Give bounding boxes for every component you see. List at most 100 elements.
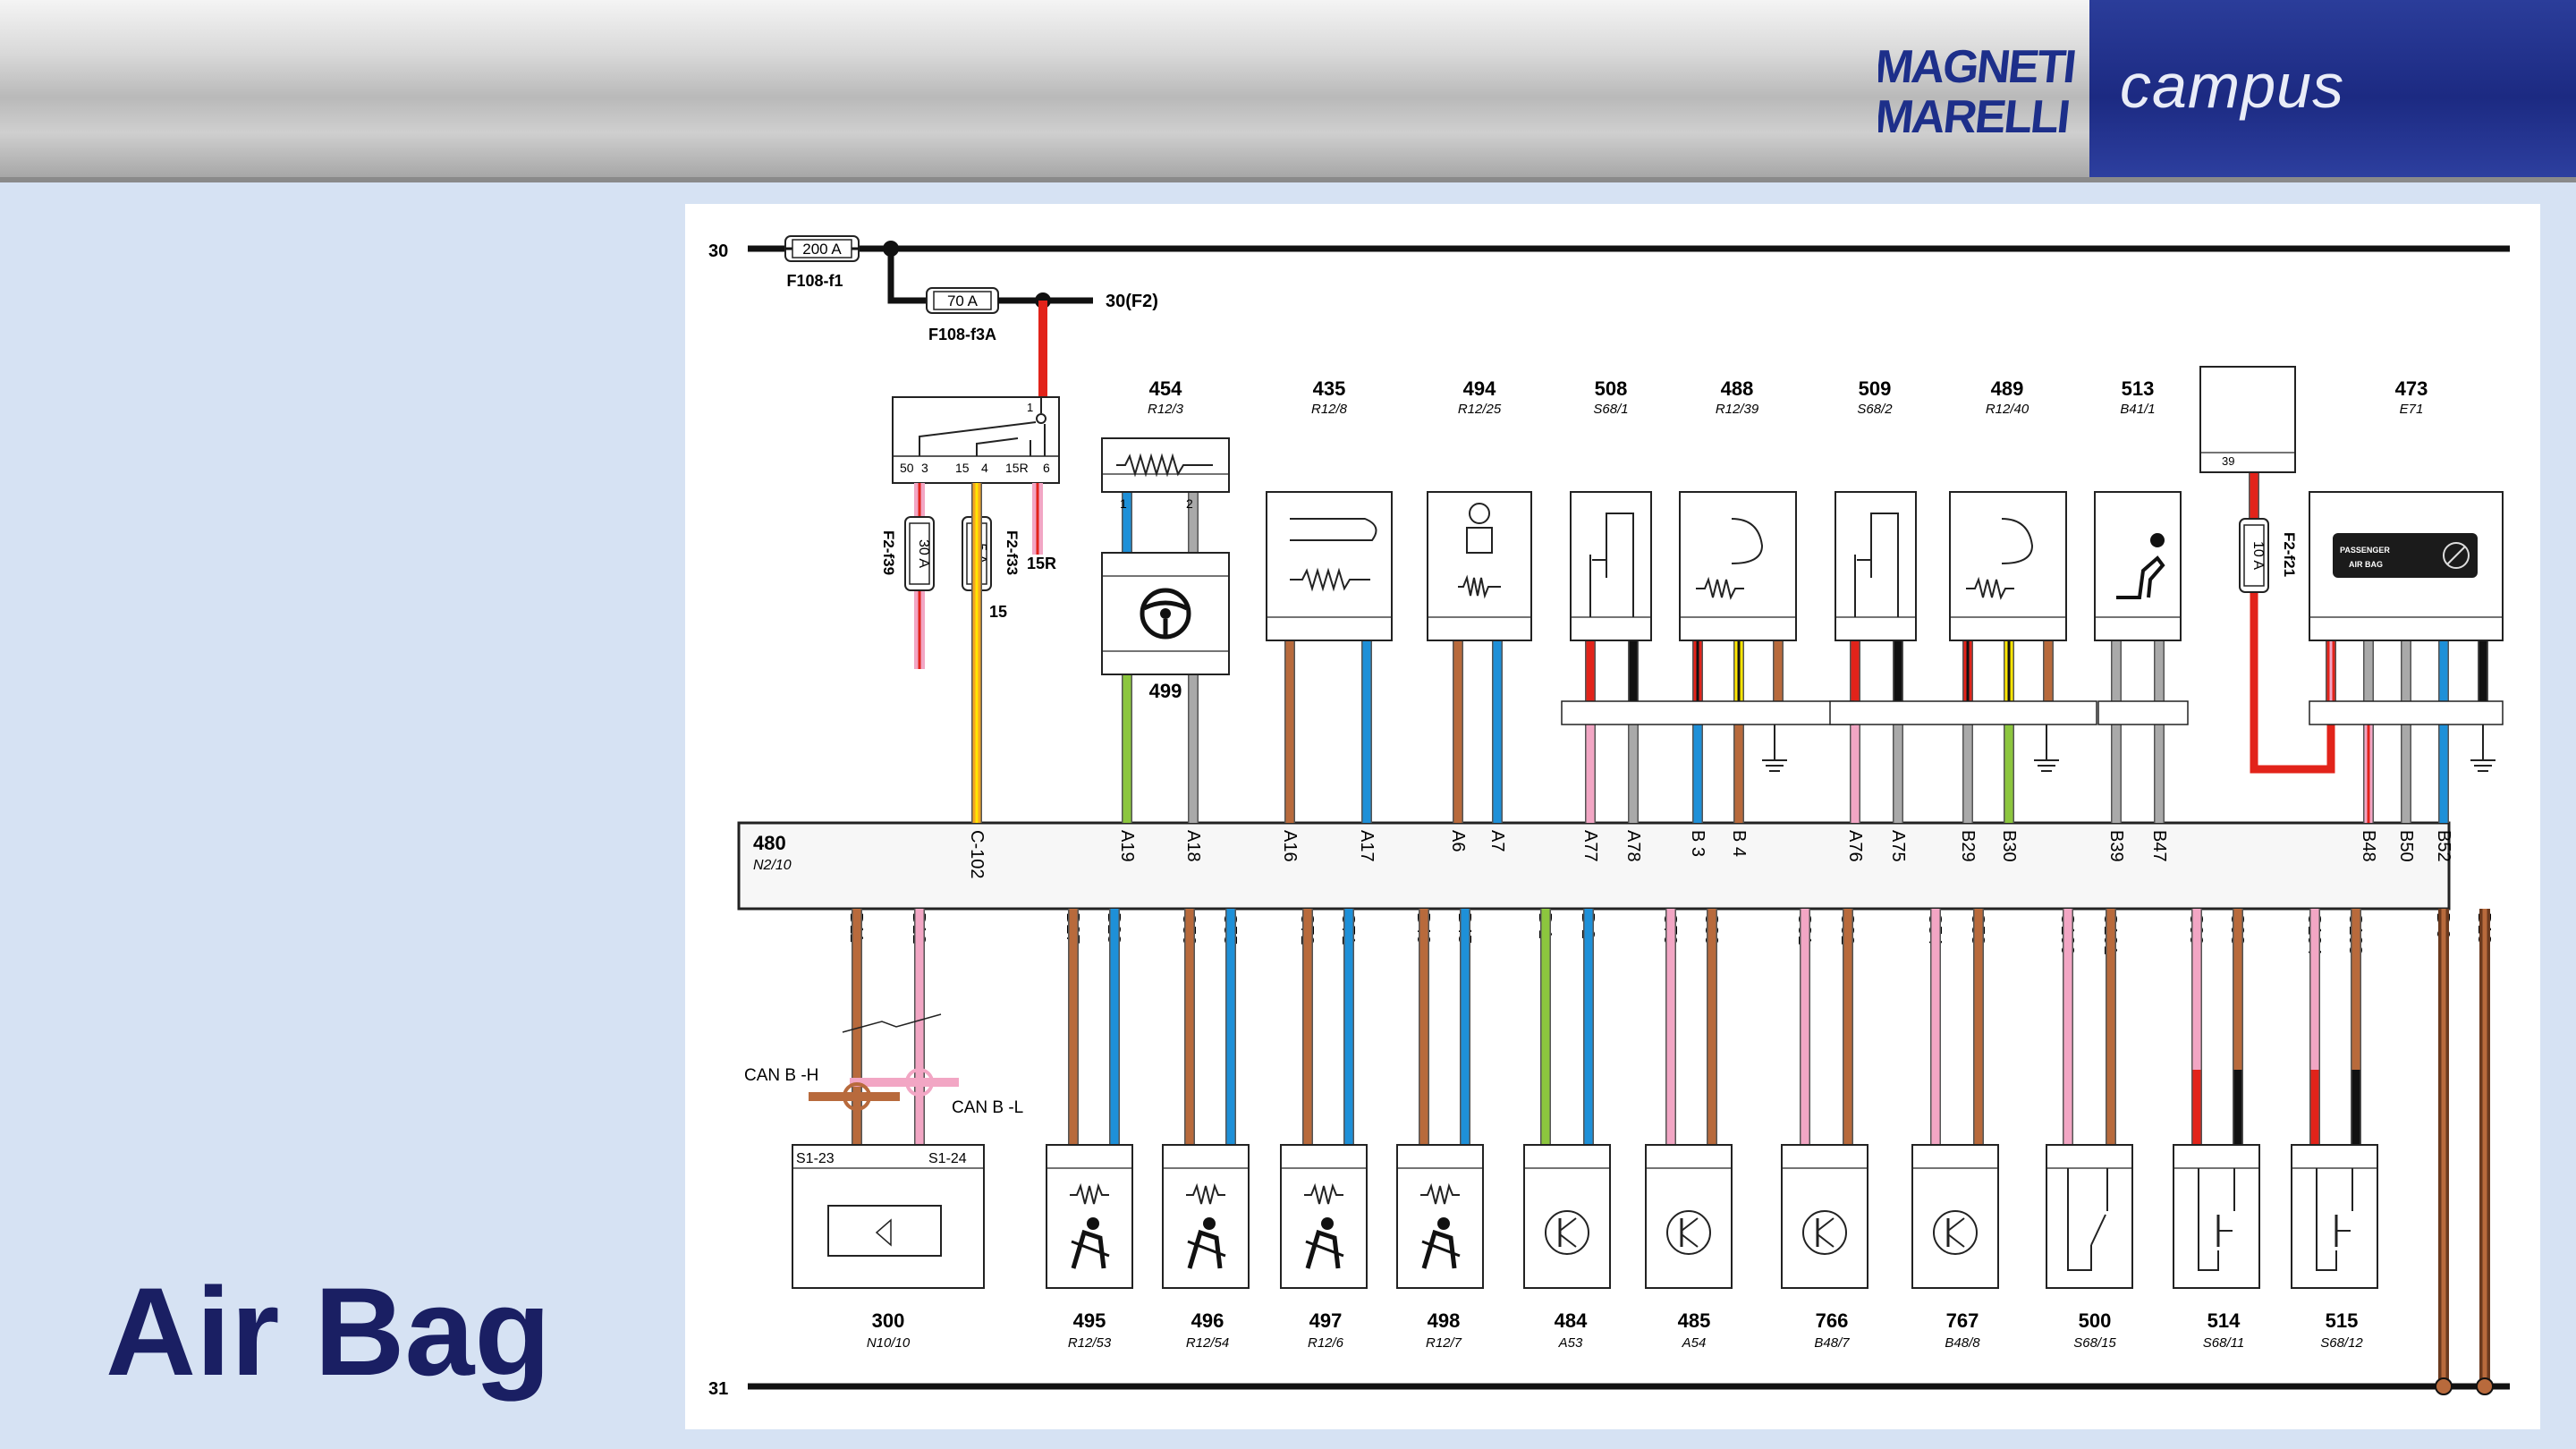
- supply-30-label: 30: [708, 242, 728, 261]
- relay-pin-50: 50: [900, 461, 914, 475]
- component-number: 514: [2207, 1309, 2241, 1332]
- ecu-480: [737, 821, 2451, 911]
- component-sensor: [1781, 1144, 1868, 1289]
- ecu-pin-label: A77: [1580, 830, 1600, 862]
- component-number: 495: [1073, 1309, 1106, 1332]
- supply-30f2-label: 30(F2): [1106, 292, 1158, 311]
- relay-pin-1: 1: [1027, 401, 1033, 414]
- ecu-pin-label: B29: [1958, 830, 1978, 862]
- component-number: 513: [2122, 377, 2155, 400]
- component-sensor: [1911, 1144, 1999, 1289]
- ecu-pin-label: B50: [2396, 830, 2416, 862]
- ignition-switch-box: [892, 396, 1060, 484]
- fuse-70a-id: F108-f3A: [928, 326, 996, 343]
- component-number: 494: [1463, 377, 1496, 400]
- fuse-10a-rating: 10 A: [2250, 541, 2266, 570]
- component-code: B41/1: [2120, 402, 2155, 417]
- relay-pin-3: 3: [921, 461, 928, 475]
- component-number: 496: [1191, 1309, 1224, 1332]
- ground-symbol: [2470, 724, 2496, 772]
- component-pushswitch: [2291, 1144, 2378, 1289]
- component-code: B48/7: [1814, 1335, 1850, 1351]
- page-title: Air Bag: [106, 1261, 551, 1402]
- component-code: R12/6: [1308, 1335, 1344, 1351]
- ground-symbol: [1762, 724, 1787, 772]
- component-number: 488: [1721, 377, 1754, 400]
- component-code: N10/10: [867, 1335, 911, 1351]
- svg-text:MARELLI: MARELLI: [1878, 91, 2072, 143]
- label-15r: 15R: [1027, 555, 1056, 572]
- component-499-label: 499: [1149, 680, 1182, 702]
- airbag-display-line2: AIR BAG: [2349, 560, 2383, 569]
- fuse-70a: [926, 287, 999, 314]
- campus-logo: campus: [2120, 51, 2345, 121]
- component-code: S68/15: [2073, 1335, 2116, 1351]
- ecu-pin-label: A7: [1487, 830, 1507, 852]
- child-seat-sensor-513: [2094, 491, 2182, 641]
- component-seatbelt: [1046, 1144, 1133, 1289]
- wire-red: [2250, 592, 2335, 774]
- ecu-pin-label: B 3: [1688, 830, 1707, 857]
- airbag-display-line1: PASSENGER: [2340, 546, 2390, 555]
- component-number: 766: [1816, 1309, 1849, 1332]
- ecu-pin-label: C-102: [967, 830, 987, 878]
- seat-heater-435: [1266, 491, 1393, 641]
- component-number: 509: [1859, 377, 1892, 400]
- component-code: B48/8: [1945, 1335, 1980, 1351]
- component-sensor: [1645, 1144, 1733, 1289]
- occupant-sensor-494: [1427, 491, 1532, 641]
- ground-junction: [2476, 1377, 2494, 1395]
- component-number: 497: [1309, 1309, 1343, 1332]
- component-seatbelt: [1396, 1144, 1484, 1289]
- ecu-pin-label: A6: [1448, 830, 1468, 852]
- component-number: 498: [1428, 1309, 1461, 1332]
- component-switch: [2046, 1144, 2133, 1289]
- component-number: 435: [1313, 377, 1346, 400]
- ground-junction: [2435, 1377, 2453, 1395]
- component-code: R12/39: [1716, 402, 1759, 417]
- fuse-200a-id: F108-f1: [786, 272, 843, 290]
- ecu-pin-label: B52: [2434, 830, 2453, 862]
- component-code: S68/2: [1857, 402, 1893, 417]
- component-code: R12/8: [1311, 402, 1348, 417]
- component-seatbelt: [1280, 1144, 1368, 1289]
- component-number: 454: [1149, 377, 1182, 400]
- ecu-pin-label: A16: [1280, 830, 1300, 862]
- component-pushswitch: [2173, 1144, 2260, 1289]
- seat-sensor-488: [1679, 491, 1797, 641]
- fuse-70a-rating: 70 A: [947, 292, 979, 309]
- component-code: R12/53: [1068, 1335, 1112, 1351]
- connector-strip: [2097, 700, 2189, 725]
- svg-text:MAGNETI: MAGNETI: [1878, 41, 2079, 93]
- component-code: R12/25: [1458, 402, 1502, 417]
- ecu-pin-label: A17: [1357, 830, 1377, 862]
- component-code: A54: [1682, 1335, 1707, 1351]
- fuse-10a: [2239, 518, 2269, 593]
- fuse-200a: [784, 235, 860, 262]
- can-h-label: CAN B -H: [744, 1066, 818, 1085]
- component-number: 500: [2079, 1309, 2112, 1332]
- ecu-pin-label: A76: [1845, 830, 1865, 862]
- component-sensor: [1523, 1144, 1611, 1289]
- fuse-30a-id: F2-f39: [880, 530, 897, 575]
- heater-454: [1101, 437, 1230, 493]
- pin-s1-24: S1-24: [928, 1151, 967, 1166]
- header-divider: [0, 177, 2576, 182]
- component-number: 473: [2395, 377, 2428, 400]
- component-code: R12/40: [1986, 402, 2029, 417]
- can-bus-crossing: [809, 1013, 959, 1111]
- switch-509: [1835, 491, 1917, 641]
- airbag-ecu-300-top: [2199, 366, 2296, 473]
- wiring-diagram-panel: 30 3 1 200 A F108-f1 70 A F108-f3A 30(F2)…: [685, 204, 2540, 1429]
- top-component-labels: 454R12/3435R12/8494R12/25508S68/1488R12/…: [1148, 377, 2428, 428]
- fuse-200a-rating: 200 A: [802, 241, 842, 258]
- ecu-code: N2/10: [753, 858, 792, 873]
- component-code: A53: [1558, 1335, 1583, 1351]
- bottom-wire-harness: [852, 909, 2361, 1145]
- connector-strip: [2309, 700, 2504, 725]
- ecu-pin-label: A19: [1117, 830, 1137, 862]
- fuse-5a-id: F2-f33: [1004, 530, 1021, 575]
- campus-brand-panel: [2089, 0, 2576, 177]
- component-number: 508: [1595, 377, 1628, 400]
- bottom-component-boxes: [1046, 1144, 2378, 1289]
